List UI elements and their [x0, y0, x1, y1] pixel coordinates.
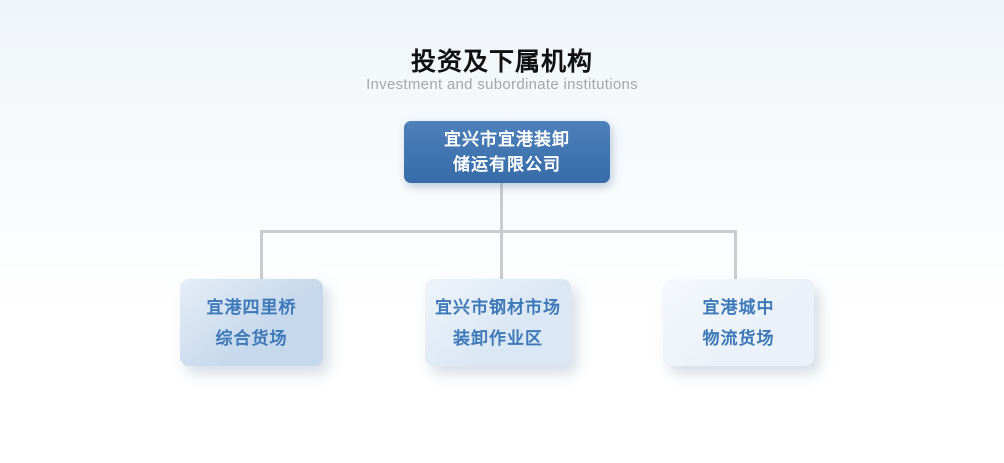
connector-left-drop [260, 230, 263, 280]
org-node-root-line2: 储运有限公司 [453, 155, 561, 174]
org-node-line: 装卸作业区 [453, 328, 543, 348]
connector-horizontal [260, 230, 737, 233]
org-node-siliqiao-freight-yard: 宜港四里桥 综合货场 [180, 279, 323, 366]
connector-middle-drop [500, 230, 503, 280]
page-subtitle: Investment and subordinate institutions [366, 76, 638, 93]
org-node-root-line1: 宜兴市宜港装卸 [444, 130, 570, 149]
org-node-line: 物流货场 [702, 328, 775, 348]
org-node-root: 宜兴市宜港装卸 储运有限公司 [404, 121, 610, 183]
connector-right-drop [734, 230, 737, 280]
org-node-line: 综合货场 [215, 328, 288, 348]
org-node-steel-market-loading-area: 宜兴市钢材市场 装卸作业区 [425, 279, 571, 366]
org-node-line: 宜港城中 [702, 297, 775, 317]
org-node-chengzhong-logistics-yard: 宜港城中 物流货场 [663, 279, 814, 366]
page-title: 投资及下属机构 [410, 48, 593, 76]
org-node-line: 宜兴市钢材市场 [435, 297, 561, 317]
org-node-line: 宜港四里桥 [206, 297, 297, 317]
connector-root-drop [500, 183, 503, 232]
